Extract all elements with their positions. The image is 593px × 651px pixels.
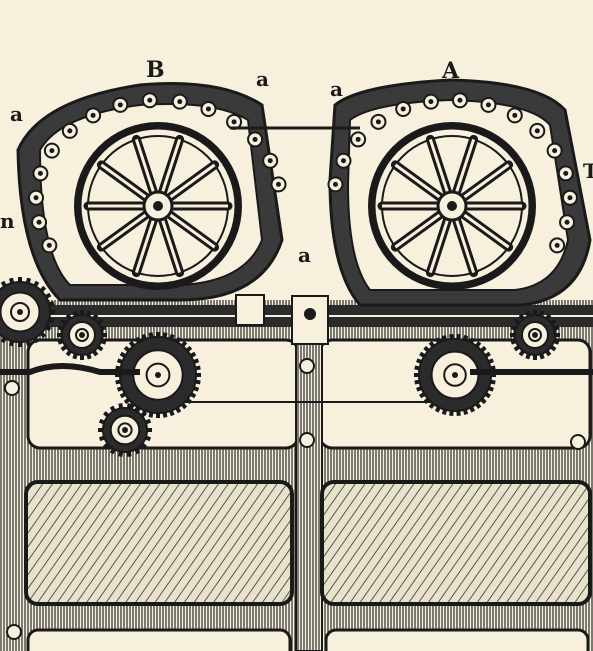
label-a-center: a [298, 243, 311, 267]
gear-train [0, 277, 560, 457]
label-a-left-outer: a [10, 102, 23, 126]
label-a-a-left: a [330, 77, 343, 101]
label-edge-right: T [583, 159, 593, 183]
label-edge-left: n [0, 209, 15, 233]
label-a-b-right: a [256, 67, 269, 91]
drum-wheel-a [368, 122, 536, 290]
frame-panel-left [24, 480, 294, 606]
frame-panel-right [320, 480, 592, 606]
chain-links [28, 92, 578, 254]
drum-wheel-b [74, 122, 242, 290]
central-bracket [0, 294, 593, 375]
label-drum-b: B [146, 57, 165, 83]
label-drum-a: A [441, 58, 460, 84]
